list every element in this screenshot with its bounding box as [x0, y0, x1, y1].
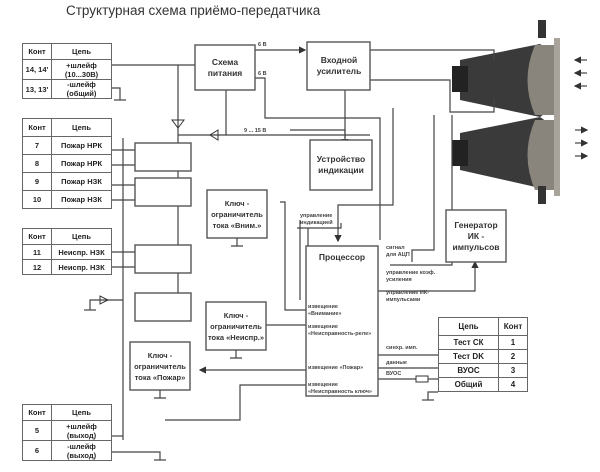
power-supply-block: Схема питания [207, 56, 243, 78]
label-adc-signal: сигнал для АЦП [386, 245, 410, 258]
processor-block: Процессор [318, 251, 366, 262]
key-fire-block: Ключ - ограничитель тока «Пожар» [134, 350, 186, 382]
lens-panel [554, 38, 560, 196]
ir-generator-block: Генератор ИК - импульсов [452, 219, 500, 252]
label-notice-attention: извещение «Внимание» [308, 304, 342, 317]
label-vuos: ВУОС [386, 371, 402, 377]
diagram-title: Структурная схема приёмо-передатчика [66, 3, 321, 18]
ir-emitter-horn [452, 117, 555, 190]
optocoupler-3 [134, 244, 192, 274]
resistor [415, 375, 429, 383]
outgoing-arrows [575, 126, 589, 160]
label-notice-key-fault: извещение «Неисправность ключ» [308, 382, 372, 395]
optocoupler-2 [134, 177, 192, 207]
label-notice-relay-fault: извещение «Неисправность-реле» [308, 324, 372, 337]
incoming-arrows [573, 56, 587, 90]
optocoupler-4 [134, 292, 192, 322]
label-9-15v: 9 ... 15 В [244, 128, 267, 134]
indicator-block: Устройство индикации [316, 154, 366, 175]
input-amplifier-block: Входной усилитель [316, 55, 362, 76]
label-indication-control: управление индикацией [300, 213, 333, 226]
key-fault-block: Ключ - ограничитель тока «Неиспр.» [207, 310, 265, 342]
label-6v-b: 6 В [258, 71, 267, 77]
label-gain-control: управление коэф. усиления [386, 270, 436, 283]
key-attention-block: Ключ - ограничитель тока «Вним.» [211, 198, 263, 230]
label-sync: синхр. имп. [386, 345, 418, 351]
optocoupler-1 [134, 142, 192, 172]
label-6v-a: 6 В [258, 42, 267, 48]
label-data: данные [386, 360, 407, 366]
ir-receiver-horn [452, 44, 555, 117]
label-ir-control: управление ИК-импульсами [386, 290, 430, 303]
label-notice-fire: извещение «Пожар» [308, 365, 364, 371]
